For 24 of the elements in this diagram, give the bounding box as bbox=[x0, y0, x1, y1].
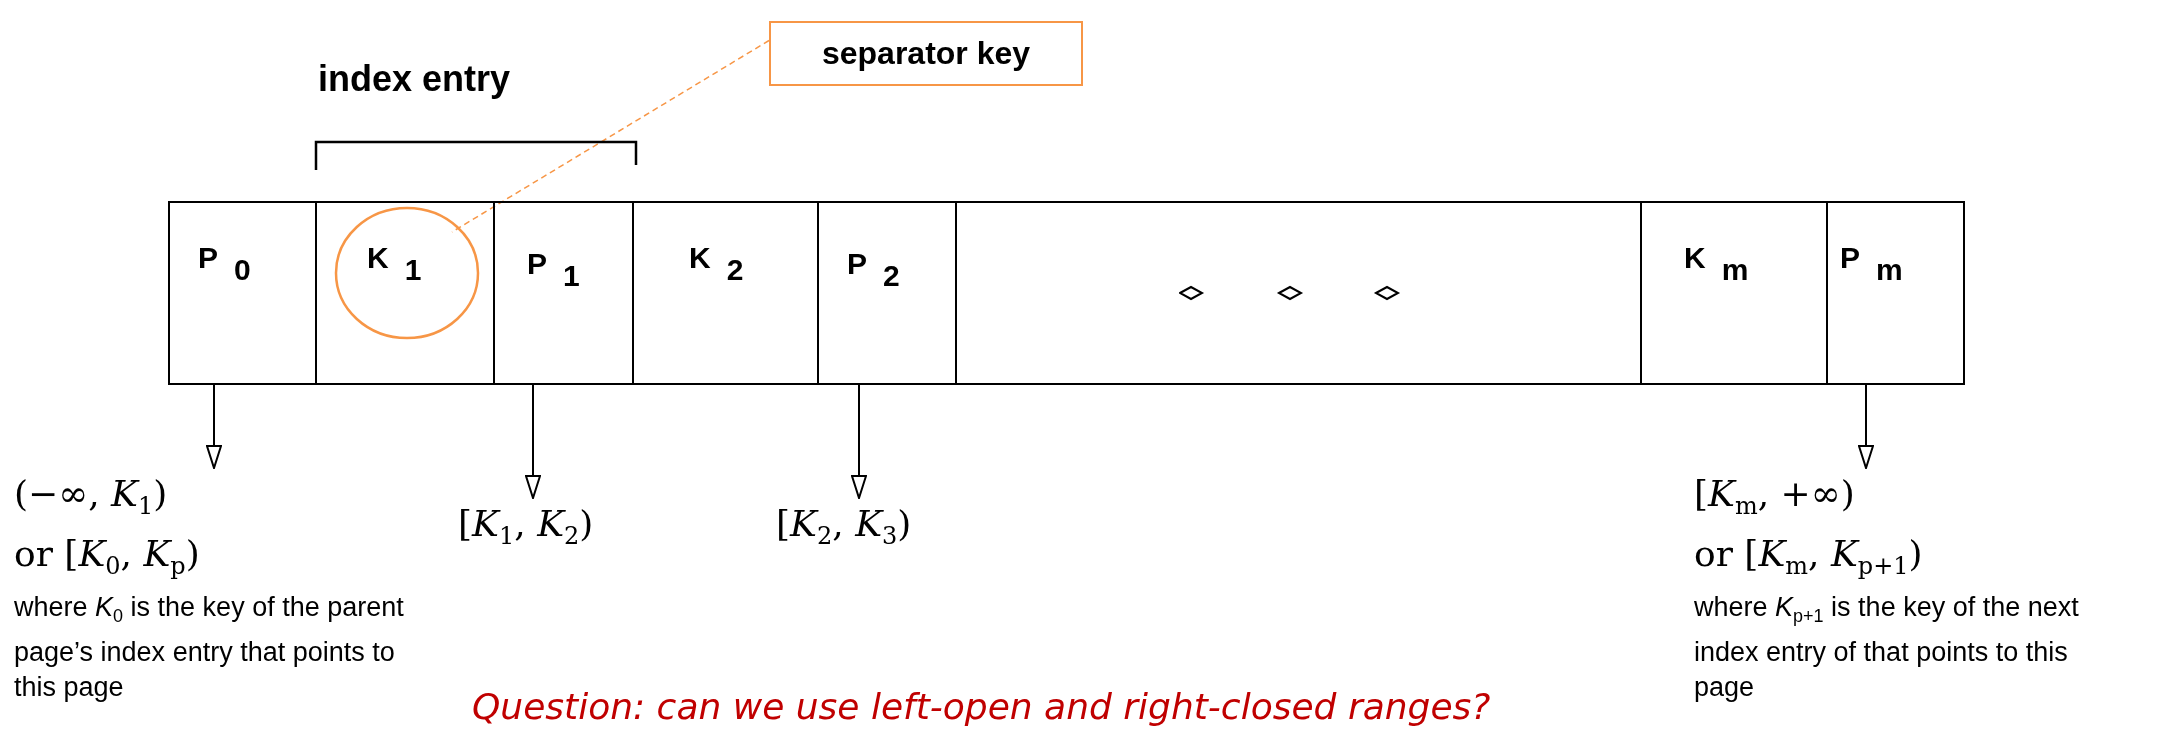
arrow bbox=[525, 384, 541, 499]
arrow bbox=[206, 384, 222, 469]
page-cell bbox=[632, 201, 819, 385]
callout-box: separator key bbox=[769, 21, 1083, 86]
range-formula: [K$_{1}$, K$_{2}$) bbox=[458, 502, 595, 553]
leader-line bbox=[451, 39, 770, 233]
range-formula: or [K$_{0}$, K$_{p}$) bbox=[14, 532, 201, 583]
page-cell bbox=[168, 201, 317, 385]
range-formula: [K$_{m}$, +∞) bbox=[1694, 472, 1856, 523]
range-formula: [K$_{2}$, K$_{3}$) bbox=[776, 502, 913, 553]
range-formula: (−∞, K$_{1}$) bbox=[14, 472, 169, 523]
note-text: where K$_{p+1}$ is the key of the next index entry of that points to this page bbox=[1694, 591, 2080, 704]
page-cell bbox=[1826, 201, 1965, 385]
page-cell bbox=[955, 201, 1642, 385]
arrow bbox=[851, 384, 867, 499]
page-cell bbox=[817, 201, 957, 385]
arrow bbox=[1858, 384, 1874, 469]
bracket-label: index entry bbox=[318, 58, 511, 100]
page-cell bbox=[1640, 201, 1828, 385]
question-text: Question: can we use left-open and right-closed ranges? bbox=[472, 686, 1491, 727]
note-text: where K$_{0}$ is the key of the parent page’s index entry that points to this page bbox=[14, 591, 405, 704]
range-formula: or [K$_{m}$, K$_{p+1}$) bbox=[1694, 532, 1924, 583]
page-cell bbox=[493, 201, 634, 385]
page-cell bbox=[315, 201, 495, 385]
